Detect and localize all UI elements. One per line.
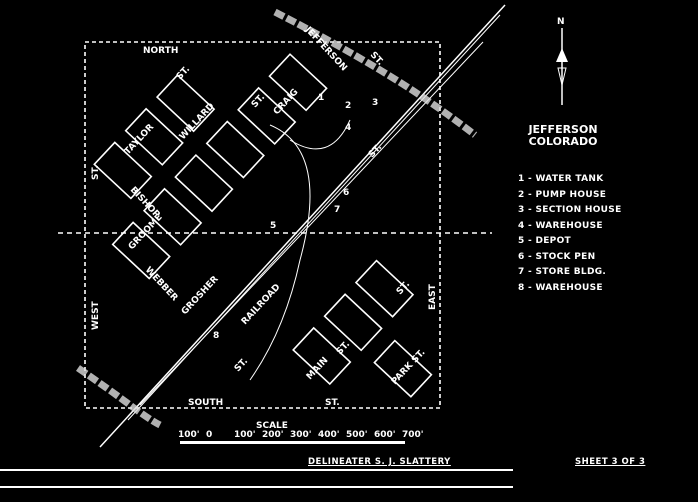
legend-item: 2 - PUMP HOUSE	[518, 189, 607, 200]
city-block	[205, 120, 265, 179]
city-block	[268, 53, 328, 112]
spur-line	[139, 41, 484, 406]
title-state: COLORADO	[528, 135, 598, 148]
label-jefferson: JEFFERSON	[302, 24, 349, 73]
legend-item: 1 - WATER TANK	[518, 174, 604, 184]
label-east-st: ST.	[395, 279, 412, 297]
label-main: MAIN	[305, 356, 331, 382]
city-block	[354, 259, 415, 318]
legend-item: 4 - WAREHOUSE	[518, 220, 603, 231]
north-label: N	[557, 17, 565, 27]
scale-bar	[180, 441, 405, 444]
label-north: NORTH	[143, 46, 178, 56]
city-block	[124, 107, 184, 166]
legend-item: 3 - SECTION HOUSE	[518, 205, 622, 215]
marker-1: 1	[318, 93, 324, 103]
label-south: SOUTH	[188, 398, 223, 408]
legend-item: 8 - WAREHOUSE	[518, 282, 603, 293]
spur-curve	[249, 124, 311, 381]
marker-2: 2	[345, 101, 351, 111]
scale-tick-label: 100'	[234, 430, 256, 440]
railroad-line	[99, 4, 506, 448]
scale-tick-label: 400'	[318, 430, 340, 440]
city-block	[93, 141, 153, 200]
title-town: JEFFERSON	[528, 123, 598, 136]
sheet-number: SHEET 3 OF 3	[575, 457, 646, 467]
delineator: DELINEATER S. J. SLATTERY	[308, 457, 451, 467]
legend-item: 5 - DEPOT	[518, 236, 571, 246]
label-west: WEST	[91, 300, 101, 330]
scale-ticks: 100' 0 100' 200' 300' 400' 500' 600' 700'	[178, 430, 424, 440]
scale-tick-label: 700'	[402, 430, 424, 440]
city-block	[111, 221, 171, 280]
label-railroad: RAILROAD	[240, 282, 283, 327]
legend: 1 - WATER TANK 2 - PUMP HOUSE 3 - SECTIO…	[518, 172, 622, 296]
label-south-st: ST.	[325, 398, 340, 408]
scale-label: SCALE	[256, 421, 288, 431]
city-block	[373, 339, 433, 398]
scale-tick-label: 600'	[374, 430, 396, 440]
map-title: JEFFERSON COLORADO	[520, 124, 606, 148]
scale-tick-label: 300'	[290, 430, 312, 440]
scale-tick-label: 0	[206, 430, 212, 440]
label-sw-st: ST.	[233, 356, 250, 374]
city-block	[142, 187, 203, 246]
north-arrow-icon	[556, 28, 568, 105]
label-main-st: ST.	[335, 339, 352, 357]
scale-tick-label: 500'	[346, 430, 368, 440]
marker-5: 5	[270, 221, 276, 231]
map-frame	[84, 41, 441, 409]
city-blocks	[93, 53, 433, 398]
label-west-st-top: ST.	[91, 165, 101, 180]
spur-curve-2	[289, 119, 351, 150]
label-east: EAST	[428, 283, 438, 310]
city-block	[174, 153, 234, 213]
highway-ne	[273, 8, 478, 138]
city-block	[237, 86, 297, 146]
marker-7: 7	[334, 205, 340, 215]
label-north-st: ST.	[175, 64, 192, 82]
label-grosher: GROSHER	[180, 274, 221, 317]
marker-3: 3	[372, 98, 378, 108]
label-webber: WEBBER	[143, 265, 180, 303]
legend-item: 6 - STOCK PEN	[518, 251, 596, 262]
marker-6: 6	[343, 188, 349, 198]
marker-4: 4	[345, 123, 351, 133]
city-block	[292, 326, 352, 386]
highway-sw	[76, 365, 162, 429]
marker-8: 8	[213, 331, 219, 341]
city-block	[323, 293, 383, 352]
scale-tick-label: 100'	[178, 430, 200, 440]
legend-item: 7 - STORE BLDG.	[518, 267, 607, 277]
city-block	[155, 73, 216, 133]
scale-tick-label: 200'	[262, 430, 284, 440]
